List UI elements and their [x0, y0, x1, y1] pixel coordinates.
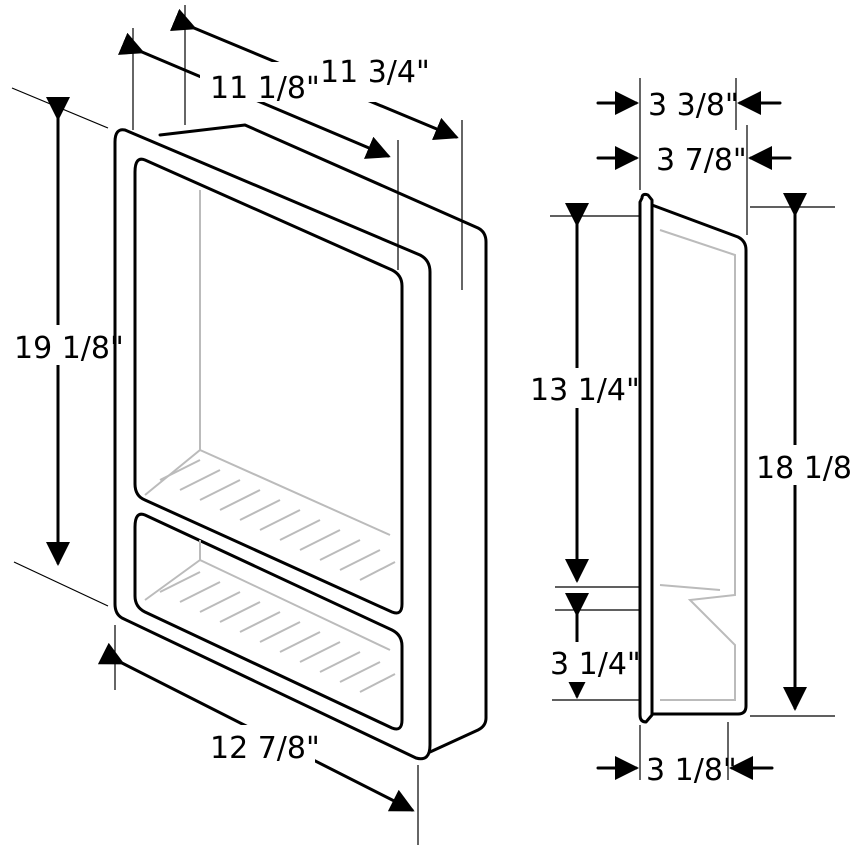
front-view: 11 1/8" 11 3/4" 19 1/8" 12 7/8": [11, 5, 488, 845]
upper-opening: [133, 157, 404, 615]
label-upper-opening: 13 1/4": [530, 373, 640, 408]
label-side-depth-outer: 3 7/8": [656, 143, 747, 178]
label-lower-opening: 3 1/4": [550, 647, 641, 682]
label-depth-inner: 11 1/8": [210, 71, 320, 106]
label-overall-height: 18 1/8": [756, 451, 850, 486]
label-width: 12 7/8": [210, 731, 320, 766]
lower-opening: [133, 512, 404, 731]
label-side-depth-inner: 3 3/8": [648, 88, 739, 123]
side-body: [650, 203, 748, 716]
label-bottom-depth: 3 1/8": [646, 753, 737, 788]
flange-outline: [113, 128, 432, 761]
back-box-outline: [158, 123, 488, 754]
label-depth-outer: 11 3/4": [320, 55, 430, 90]
side-view: 3 3/8" 3 7/8" 13 1/4" 18 1/8" 3 1/4" 3 1…: [528, 78, 850, 788]
label-height: 19 1/8": [14, 331, 124, 366]
side-flange: [638, 192, 654, 724]
